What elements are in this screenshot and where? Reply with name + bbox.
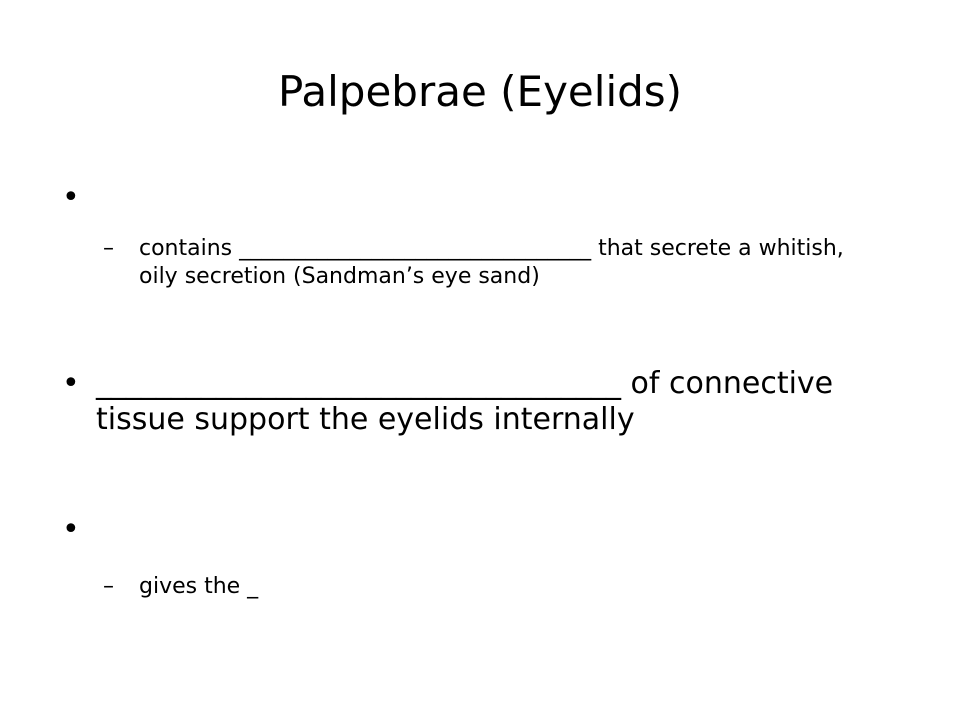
bullet-text: ___________________________________ of c… — [96, 366, 834, 437]
bullet-marker: • — [62, 512, 80, 547]
sub-bullet-text: gives the _ — [139, 574, 259, 599]
sub-bullet-marker: – — [103, 574, 114, 599]
sub-bullet-text: contains _______________________________… — [139, 236, 844, 289]
bullet-marker: • — [62, 366, 80, 401]
sub-bullet-marker: – — [103, 236, 114, 261]
slide-title: Palpebrae (Eyelids) — [277, 67, 683, 116]
bullet-marker: • — [62, 180, 80, 215]
